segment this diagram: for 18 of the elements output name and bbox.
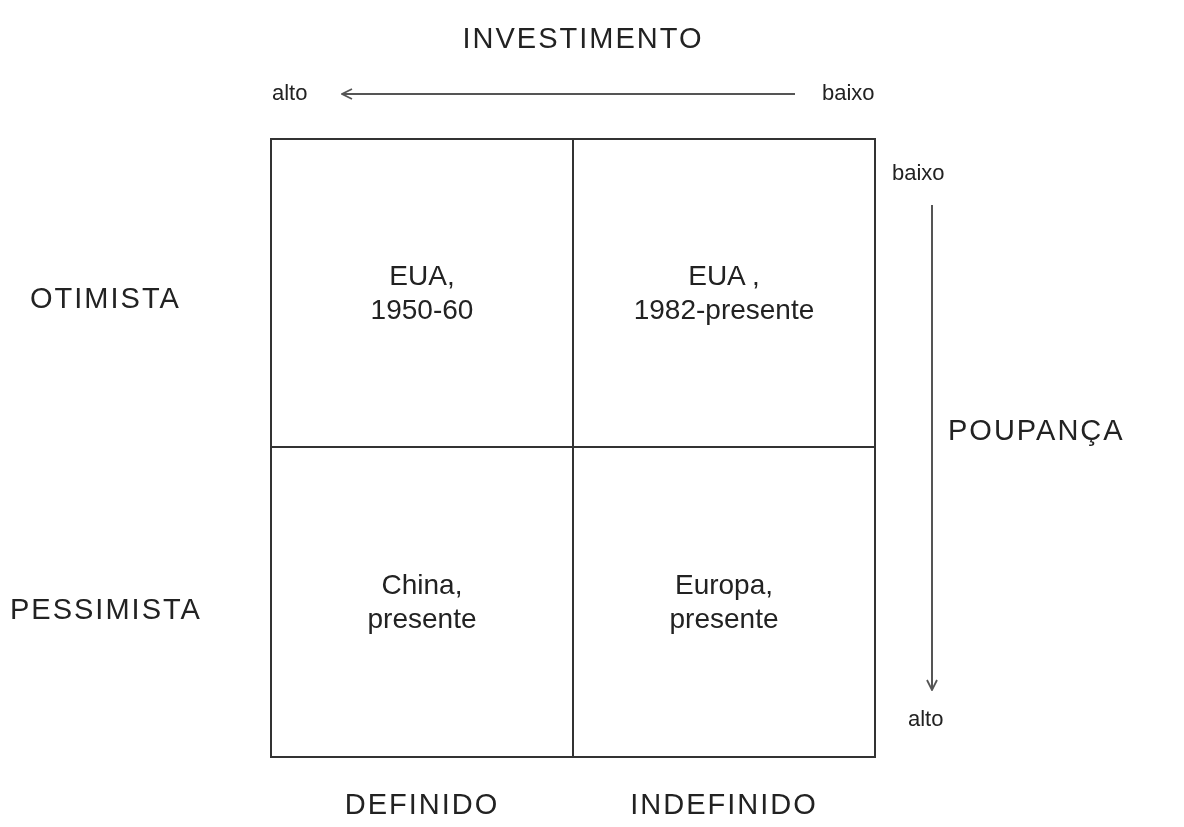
axis-end-label: baixo [822,80,875,106]
axis-end-label: alto [272,80,308,106]
quadrant-cell [572,138,876,448]
quadrant-cell [572,446,876,758]
row-label: PESSIMISTA [10,593,202,626]
axis-title: POUPANÇA [948,414,1125,447]
quadrant-text: China, presente [366,568,478,636]
axis-end-label: baixo [892,160,945,186]
row-label: OTIMISTA [30,282,181,315]
quadrant-text: Europa, presente [668,568,780,636]
quadrant-cell [270,446,574,758]
column-label: DEFINIDO [344,788,500,821]
axis-title: INVESTIMENTO [462,22,704,55]
quadrant-text: EUA, 1950-60 [369,259,475,327]
quadrant-text: EUA , 1982-presente [632,259,816,327]
quadrant-cell [270,138,574,448]
column-label: INDEFINIDO [630,788,818,821]
axis-end-label: alto [908,706,944,732]
